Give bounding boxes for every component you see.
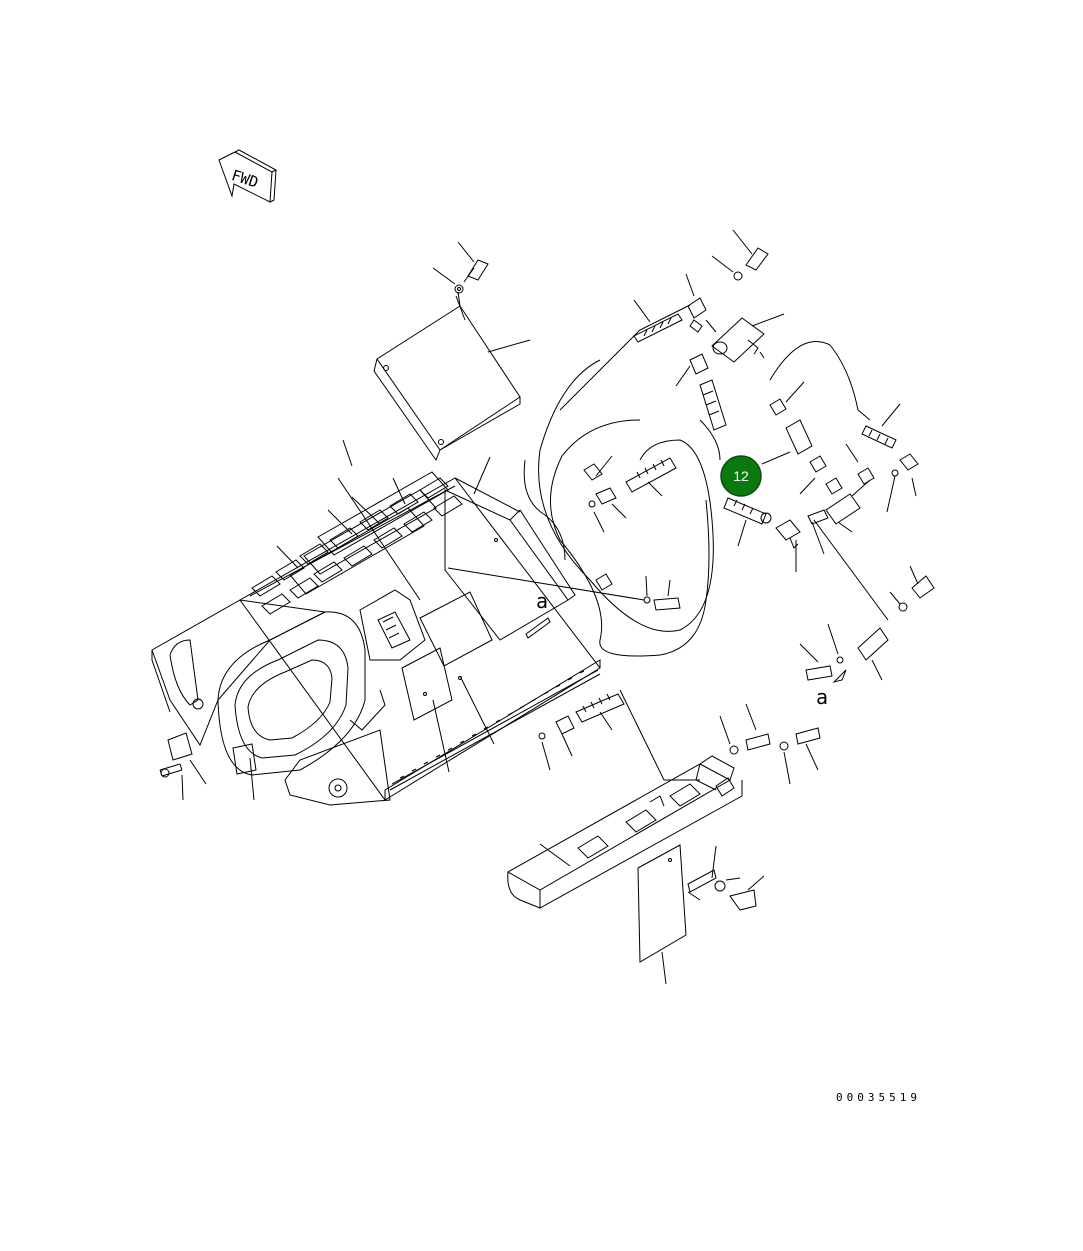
- drawing-number: 00035519: [836, 1091, 921, 1104]
- lower-fittings: [538, 689, 700, 781]
- frame-leaders: [181, 295, 495, 801]
- bolt-top-left: [432, 241, 489, 294]
- hydraulic-fittings: [633, 229, 919, 621]
- upper-cover-plate: [373, 291, 531, 462]
- view-marker-a-upper: a: [536, 589, 548, 613]
- view-marker-a-lower: a: [816, 685, 828, 709]
- fwd-arrow-icon: FWD: [218, 149, 278, 203]
- middle-fittings: a: [447, 455, 681, 639]
- callout-12-leader: [761, 451, 791, 465]
- fwd-label: FWD: [229, 166, 260, 191]
- main-frame-body: [151, 471, 601, 806]
- callout-12-label: 12: [733, 468, 749, 484]
- bottom-rail-group: [506, 703, 821, 985]
- hoses: [523, 304, 871, 657]
- callout-12-badge: [720, 455, 762, 497]
- rail-hatches: [399, 670, 585, 779]
- callout-12[interactable]: 12: [720, 451, 791, 497]
- right-bracket-group: a: [799, 565, 935, 709]
